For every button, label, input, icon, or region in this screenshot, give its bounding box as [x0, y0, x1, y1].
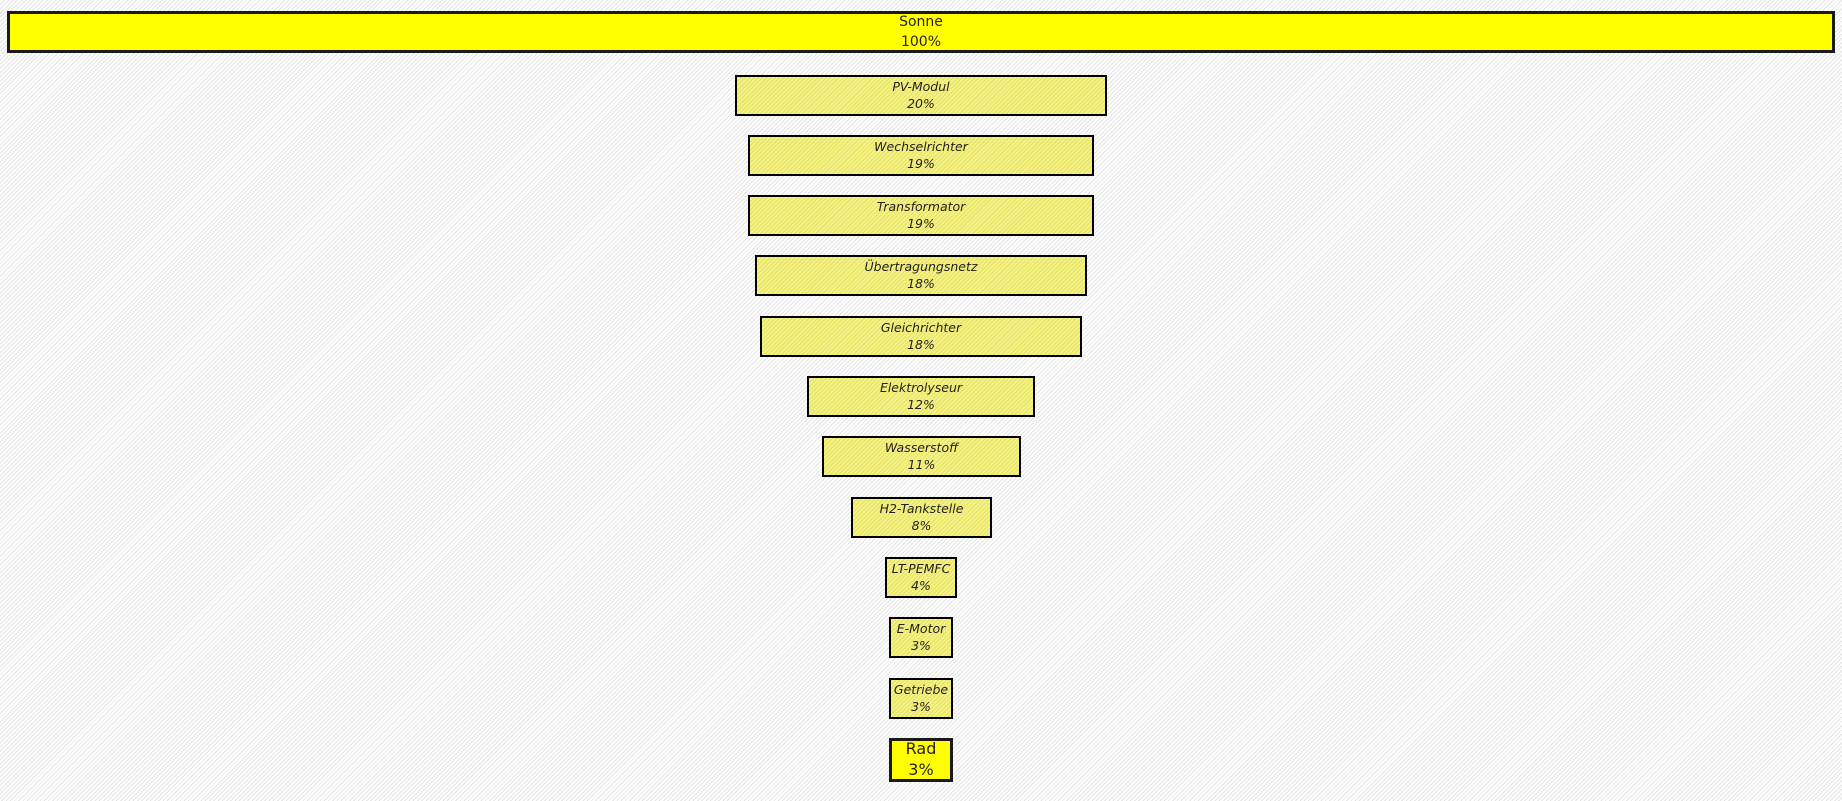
stage-value: 19%	[907, 155, 935, 171]
stage-value: 3%	[908, 760, 934, 779]
stage-value: 3%	[911, 698, 931, 714]
stage-label: Rad	[905, 739, 937, 759]
stage-label: E-Motor	[896, 620, 946, 636]
stage-label: Sonne	[899, 13, 943, 30]
stage-value: 12%	[907, 396, 935, 412]
stage-value: 100%	[900, 33, 942, 50]
stage-label: Wechselrichter	[874, 138, 968, 154]
stage-label: Übertragungsnetz	[864, 258, 978, 274]
stage-label: LT-PEMFC	[891, 560, 951, 576]
stage-value: 18%	[907, 275, 935, 291]
stage-label: Getriebe	[893, 681, 949, 697]
stage-label: H2-Tankstelle	[879, 500, 964, 516]
stage-value: 18%	[907, 336, 935, 352]
stage-label: PV-Modul	[892, 78, 950, 94]
stage-value: 20%	[907, 95, 935, 111]
stage-label: Wasserstoff	[884, 439, 959, 455]
stage-value: 19%	[907, 215, 935, 231]
stage-value: 3%	[911, 637, 931, 653]
stage-value: 11%	[907, 456, 936, 472]
stage-label: Transformator	[876, 198, 966, 214]
stage-value: 8%	[911, 517, 932, 533]
stage-label: Elektrolyseur	[879, 379, 963, 395]
stage-value: 4%	[911, 577, 931, 593]
stage-label: Gleichrichter	[880, 319, 962, 335]
funnel-stage-sonne: Sonne 100%	[7, 11, 1835, 53]
